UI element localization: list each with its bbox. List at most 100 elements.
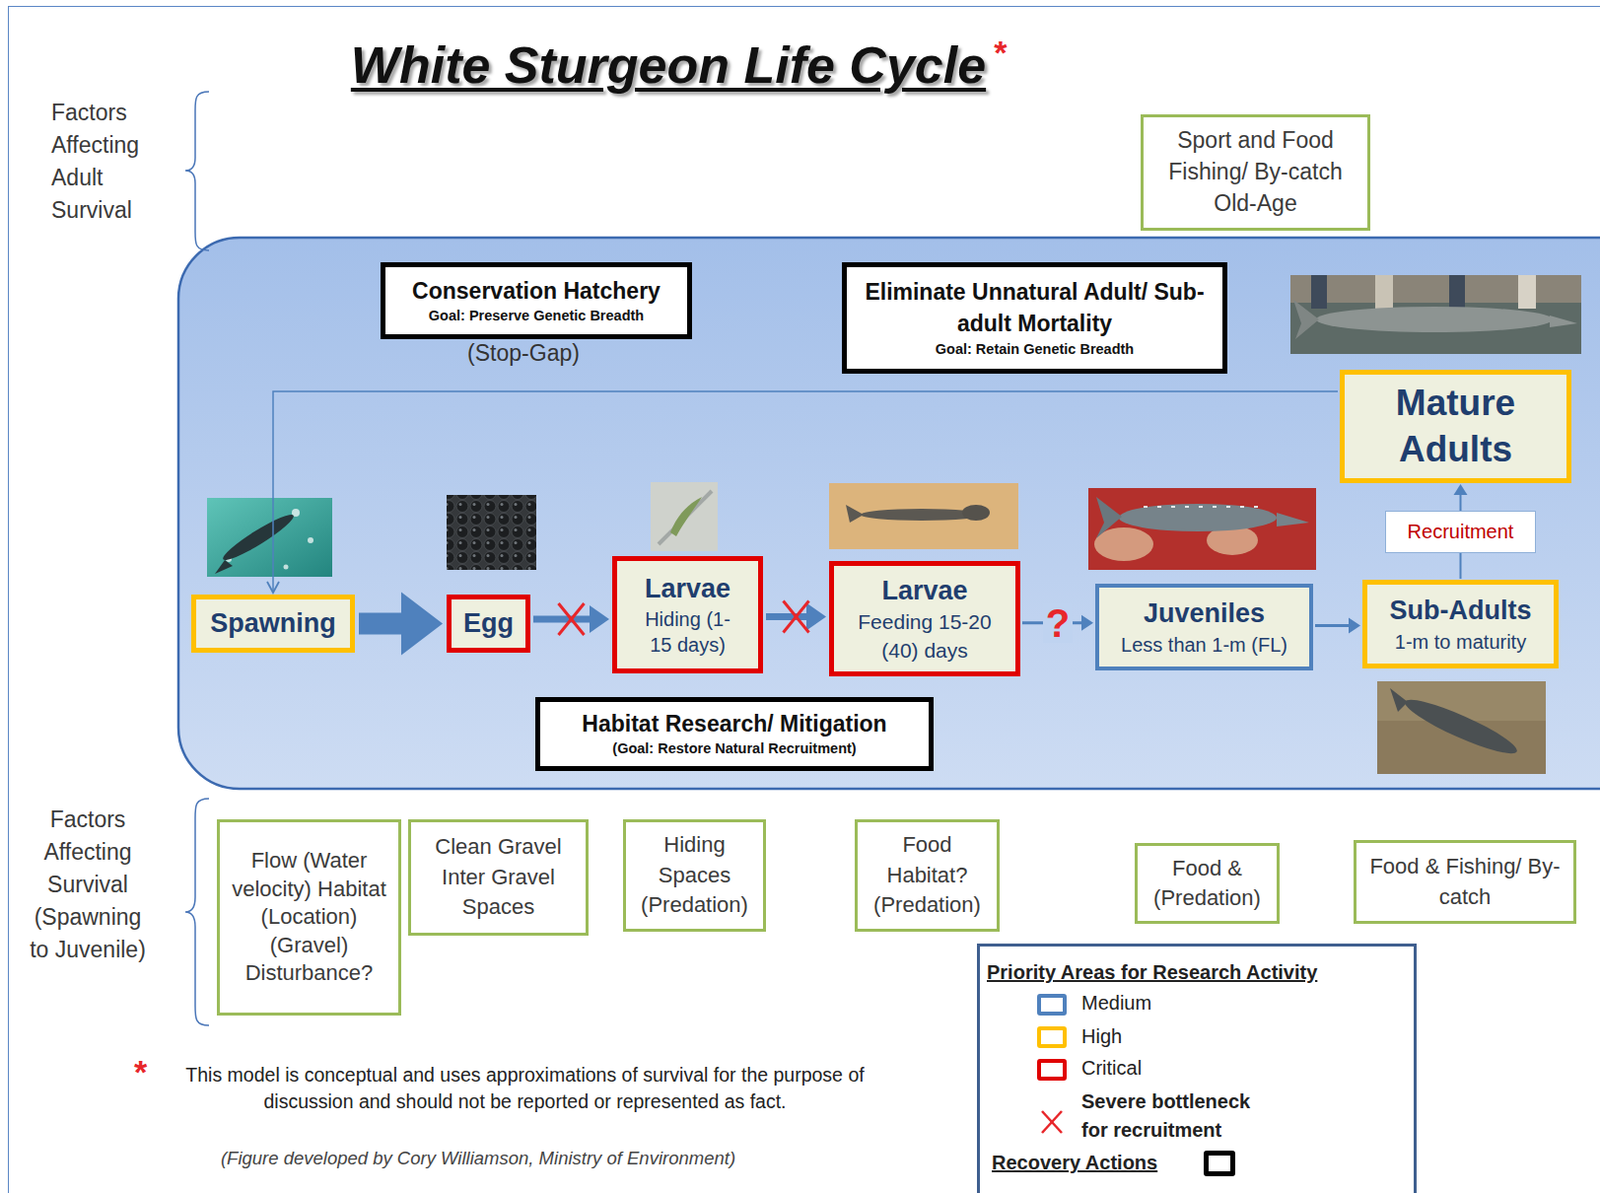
- legend-title: Priority Areas for Research Activity: [986, 961, 1318, 984]
- node-subtext: 1-m to maturity: [1394, 628, 1527, 656]
- stage-box: Mature Adults: [1339, 369, 1572, 484]
- node-text: Food Habitat? (Predation): [867, 830, 987, 920]
- adult-photo: [1290, 275, 1582, 354]
- fish-snout: [1276, 512, 1310, 527]
- photo-ground: [207, 497, 333, 577]
- factor-box: Food Habitat? (Predation): [854, 819, 1000, 932]
- eggs: [446, 494, 537, 570]
- bottleneck-stroke: [1042, 1111, 1062, 1133]
- fish-tail: [845, 504, 864, 523]
- fish: [1316, 306, 1553, 333]
- node-subtext: (Goal: Restore Natural Recruitment): [612, 739, 856, 760]
- juvenile-photo: [1088, 487, 1317, 570]
- node-text: Spawning: [209, 607, 337, 639]
- node-text: Sport and Food Fishing/ By-catch Old-Age: [1153, 125, 1358, 219]
- node-subtext: Less than 1-m (FL): [1120, 631, 1288, 659]
- section-label: Factors Affecting Survival (Spawning to …: [29, 803, 146, 967]
- connector: [1315, 618, 1361, 634]
- node-text: Food & (Predation): [1147, 853, 1267, 914]
- bottleneck-mark: [783, 601, 810, 633]
- node-subtext: Goal: Retain Genetic Breadth: [935, 339, 1134, 359]
- bottleneck-symbol: [1039, 1108, 1065, 1136]
- factor-box: Food & (Predation): [1134, 842, 1280, 924]
- note: (Stop-Gap): [424, 340, 623, 367]
- subadult-photo: [1377, 681, 1546, 774]
- arrowhead: [806, 603, 827, 631]
- stage-box: LarvaeHiding (1-15 days): [612, 556, 764, 674]
- recovery-action-box: Habitat Research/ Mitigation(Goal: Resto…: [535, 696, 934, 771]
- photo-ground: [829, 483, 1019, 550]
- recovery-action-box: Eliminate Unnatural Adult/ Sub-adult Mor…: [841, 262, 1228, 374]
- footnote-mark: *: [993, 33, 1007, 72]
- person-leg: [1311, 275, 1327, 309]
- node-text: Larvae: [644, 571, 731, 607]
- factor-box: Clean Gravel Inter Gravel Spaces: [408, 819, 589, 936]
- bottleneck-stroke: [1042, 1111, 1062, 1133]
- node-subtext: Feeding 15-20 (40) days: [841, 608, 1008, 665]
- arrowhead: [1348, 618, 1361, 634]
- arrowhead: [401, 592, 443, 656]
- fish-tail: [214, 559, 233, 574]
- stage-band: [178, 237, 1600, 789]
- bracket: [185, 91, 209, 251]
- fish: [1118, 503, 1277, 532]
- bottleneck-mark: [558, 603, 585, 635]
- legend-text: High: [1081, 1025, 1122, 1048]
- stage-box: Egg: [446, 594, 531, 653]
- node-text: Food & Fishing/ By-catch: [1366, 851, 1564, 912]
- footnote: This model is conceptual and uses approx…: [157, 1061, 893, 1115]
- legend-swatch: [1037, 1026, 1067, 1048]
- stage-box: LarvaeFeeding 15-20 (40) days: [829, 560, 1021, 677]
- edge-label: ?: [1043, 603, 1073, 643]
- node-text: Eliminate Unnatural Adult/ Sub-adult Mor…: [856, 277, 1213, 340]
- node-text: Sub-Adults: [1390, 592, 1532, 628]
- arrowhead: [1454, 484, 1468, 495]
- bottleneck-mark: [783, 601, 810, 633]
- connector-line: [1315, 624, 1351, 627]
- node-text: Mature Adults: [1352, 380, 1559, 473]
- photo-ground: [650, 482, 718, 552]
- node-text: Conservation Hatchery: [412, 277, 661, 307]
- bottleneck-mark: [558, 603, 585, 635]
- feeding-larva-photo: [829, 483, 1019, 550]
- legend-text: Recovery Actions: [991, 1151, 1158, 1175]
- bubble: [283, 564, 289, 570]
- edge-label: Recruitment: [1385, 510, 1537, 554]
- diagram-title: White Sturgeon Life Cycle: [350, 35, 986, 95]
- footnote-mark: *: [134, 1052, 147, 1092]
- legend-text: Severe bottleneck for recruitment: [1081, 1087, 1269, 1145]
- legend-text: Critical: [1081, 1056, 1142, 1080]
- node-text: Egg: [463, 607, 514, 639]
- legend-swatch: [1203, 1150, 1236, 1177]
- larva: [670, 496, 702, 537]
- node-text: Habitat Research/ Mitigation: [581, 708, 887, 740]
- bubble: [307, 537, 314, 544]
- connector: [267, 391, 1338, 593]
- photo-ground: [1290, 275, 1582, 354]
- connector: [533, 603, 610, 635]
- node-text: Larvae: [881, 572, 968, 609]
- larva-photo: [650, 482, 718, 552]
- factor-box: Hiding Spaces (Predation): [623, 819, 766, 932]
- photo-ground: [446, 494, 537, 570]
- section-label: Factors Affecting Adult Survival: [51, 96, 162, 227]
- hand: [1094, 527, 1154, 561]
- fish-tail: [1293, 299, 1320, 340]
- fish-head: [962, 504, 990, 521]
- bracket: [185, 798, 209, 1026]
- legend-swatch: [1037, 1058, 1067, 1081]
- arrowhead: [589, 605, 610, 633]
- stage-box: JuvenilesLess than 1-m (FL): [1095, 583, 1314, 671]
- fish-tail: [1096, 496, 1122, 539]
- factor-box: Sport and Food Fishing/ By-catch Old-Age: [1140, 114, 1371, 231]
- photo-ground: [1377, 681, 1546, 774]
- stick: [658, 490, 712, 545]
- person-leg: [1518, 275, 1536, 309]
- factor-box: Food & Fishing/ By-catch: [1353, 839, 1577, 924]
- factor-box: Flow (Water velocity) Habitat (Location)…: [216, 819, 402, 1016]
- node-subtext: Hiding (1-15 days): [635, 606, 740, 658]
- connector-line: [765, 613, 811, 621]
- arrowhead: [1081, 615, 1094, 631]
- fish: [219, 509, 298, 565]
